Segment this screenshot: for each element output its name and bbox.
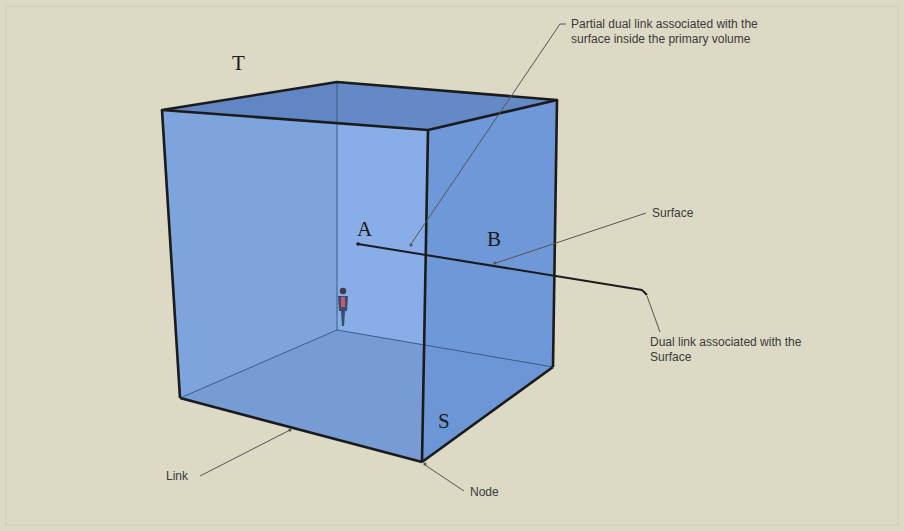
leader-dot xyxy=(409,243,412,246)
callout-text: Partial dual link associated with the su… xyxy=(571,17,796,47)
dual-link xyxy=(356,242,647,295)
back-edges xyxy=(180,82,553,398)
callout-text: Link xyxy=(166,469,188,484)
callout-text: Node xyxy=(470,485,499,500)
person-figure xyxy=(338,288,348,326)
leader-dot xyxy=(288,428,291,431)
leader-lines xyxy=(200,24,660,491)
callout-text: Surface xyxy=(652,206,693,221)
point-letter: A xyxy=(357,218,372,240)
front-face xyxy=(162,110,428,462)
background xyxy=(6,6,898,525)
corner-letter: T xyxy=(232,52,245,74)
leader-dot xyxy=(423,462,426,465)
callout-text: Dual link associated with the Surface xyxy=(650,335,810,365)
point-letter: B xyxy=(487,228,501,250)
leader-dot xyxy=(493,261,496,264)
right-face xyxy=(422,100,557,462)
corner-letter: S xyxy=(438,410,450,432)
cube-links xyxy=(162,82,557,462)
